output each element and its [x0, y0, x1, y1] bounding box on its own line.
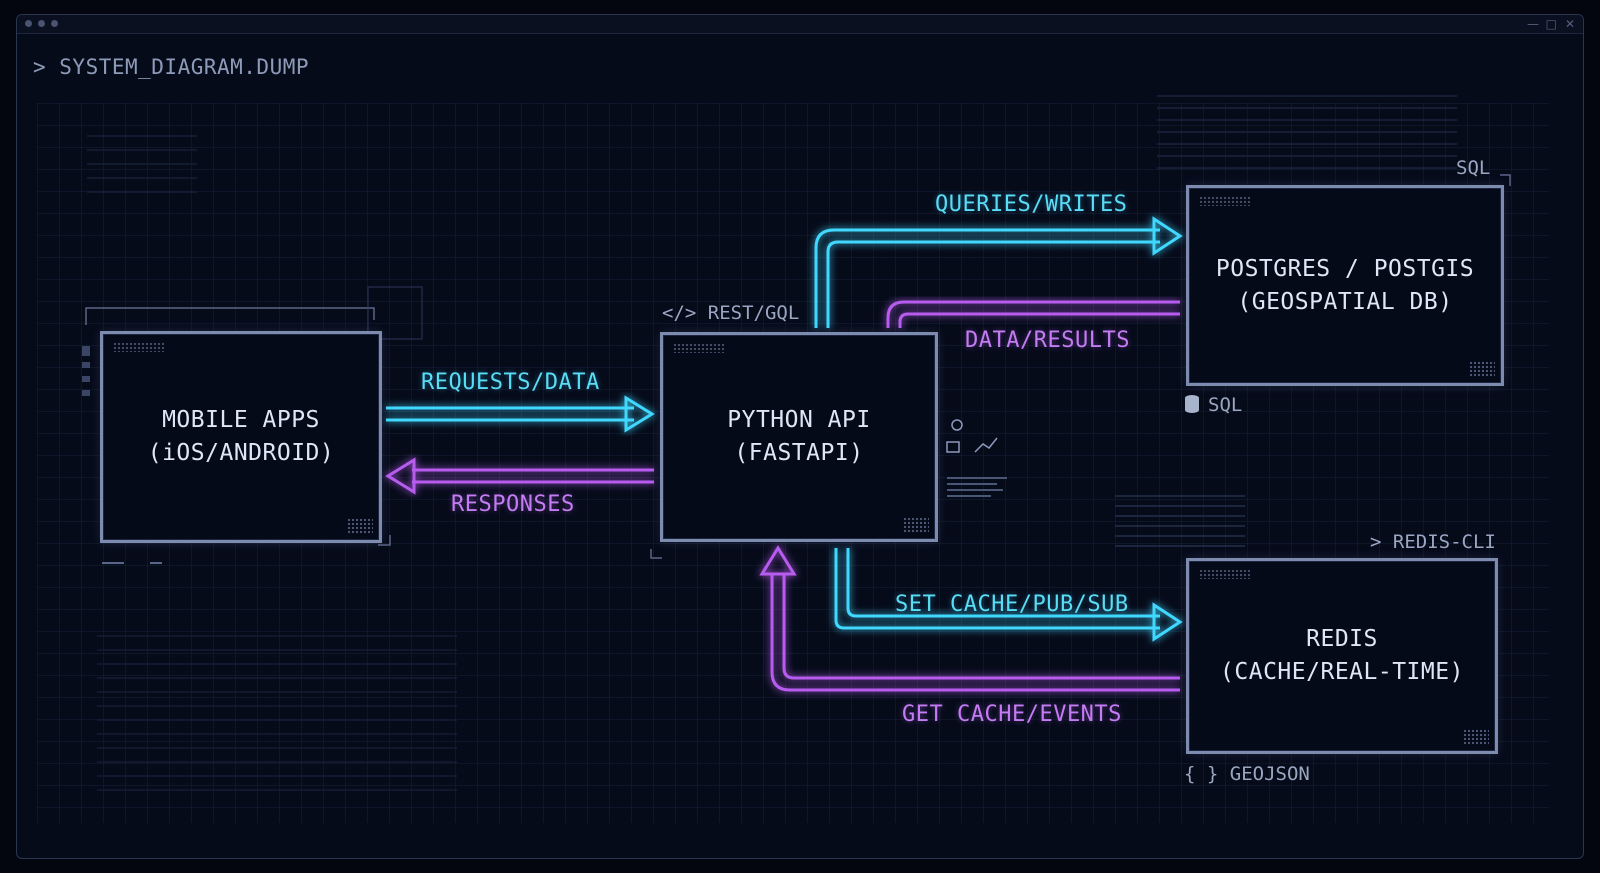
code-texture [1157, 95, 1457, 175]
node-corner-decoration [1463, 729, 1489, 745]
tag-text: REST/GQL [707, 302, 800, 324]
bracket-decoration [1500, 174, 1511, 186]
tag-sql-bottom: SQL [1208, 394, 1243, 416]
code-icon: </> [662, 302, 697, 324]
arrow-set-cache [834, 548, 1183, 642]
flow-label-queries: QUERIES/WRITES [935, 192, 1128, 217]
braces-icon: { } [1184, 763, 1219, 785]
bracket-decoration [85, 307, 375, 325]
node-python-api[interactable]: PYTHON API (FASTAPI) [660, 332, 938, 542]
bracket-decoration [650, 549, 662, 559]
node-label: REDIS (CACHE/REAL-TIME) [1220, 626, 1464, 685]
node-dots-decoration [113, 342, 165, 352]
api-side-icons [946, 419, 1007, 497]
arrow-requests [386, 395, 655, 433]
node-corner-decoration [1469, 361, 1495, 377]
window-titlebar: — □ ✕ [17, 15, 1583, 34]
flow-label-requests: REQUESTS/DATA [421, 370, 600, 395]
window-dot-icon[interactable] [38, 20, 45, 27]
flow-label-set-cache: SET CACHE/PUB/SUB [895, 592, 1129, 617]
tag-geojson: { } GEOJSON [1184, 763, 1310, 785]
node-dots-decoration [1199, 196, 1251, 206]
code-texture [87, 135, 197, 195]
tag-text: GEOJSON [1229, 763, 1310, 785]
arrow-results [886, 300, 1180, 328]
code-texture [97, 635, 457, 795]
close-icon[interactable]: ✕ [1564, 17, 1575, 31]
node-label: MOBILE APPS (iOS/ANDROID) [147, 407, 335, 466]
minimize-icon[interactable]: — [1527, 17, 1539, 31]
code-texture [1115, 495, 1245, 555]
maximize-icon[interactable]: □ [1545, 17, 1557, 31]
arrow-queries [814, 216, 1183, 328]
tag-redis-cli: > REDIS-CLI [1370, 531, 1496, 553]
flow-label-results: DATA/RESULTS [965, 328, 1130, 353]
prompt-title: > SYSTEM_DIAGRAM.DUMP [33, 55, 310, 79]
node-mobile-apps[interactable]: MOBILE APPS (iOS/ANDROID) [100, 331, 382, 543]
flow-label-get-cache: GET CACHE/EVENTS [902, 702, 1122, 727]
node-redis[interactable]: REDIS (CACHE/REAL-TIME) [1186, 558, 1498, 754]
tag-rest-gql: </> REST/GQL [662, 302, 799, 324]
window-dot-icon[interactable] [25, 20, 32, 27]
arrow-responses [385, 457, 654, 495]
node-label: POSTGRES / POSTGIS (GEOSPATIAL DB) [1215, 255, 1475, 315]
tag-sql-top: SQL [1456, 157, 1491, 179]
node-corner-decoration [347, 518, 373, 534]
node-corner-decoration [903, 517, 929, 533]
node-dots-decoration [673, 343, 725, 353]
database-icon [1185, 395, 1199, 413]
node-postgres[interactable]: POSTGRES / POSTGIS (GEOSPATIAL DB) [1186, 185, 1504, 386]
node-dots-decoration [1199, 569, 1251, 579]
arrow-get-cache [759, 545, 1180, 692]
mesh-decoration [367, 286, 423, 340]
window-dot-icon[interactable] [51, 20, 58, 27]
side-indicator-decoration [82, 346, 90, 396]
node-label: PYTHON API (FASTAPI) [727, 407, 871, 466]
bracket-decoration [378, 535, 391, 546]
flow-label-responses: RESPONSES [451, 492, 575, 517]
